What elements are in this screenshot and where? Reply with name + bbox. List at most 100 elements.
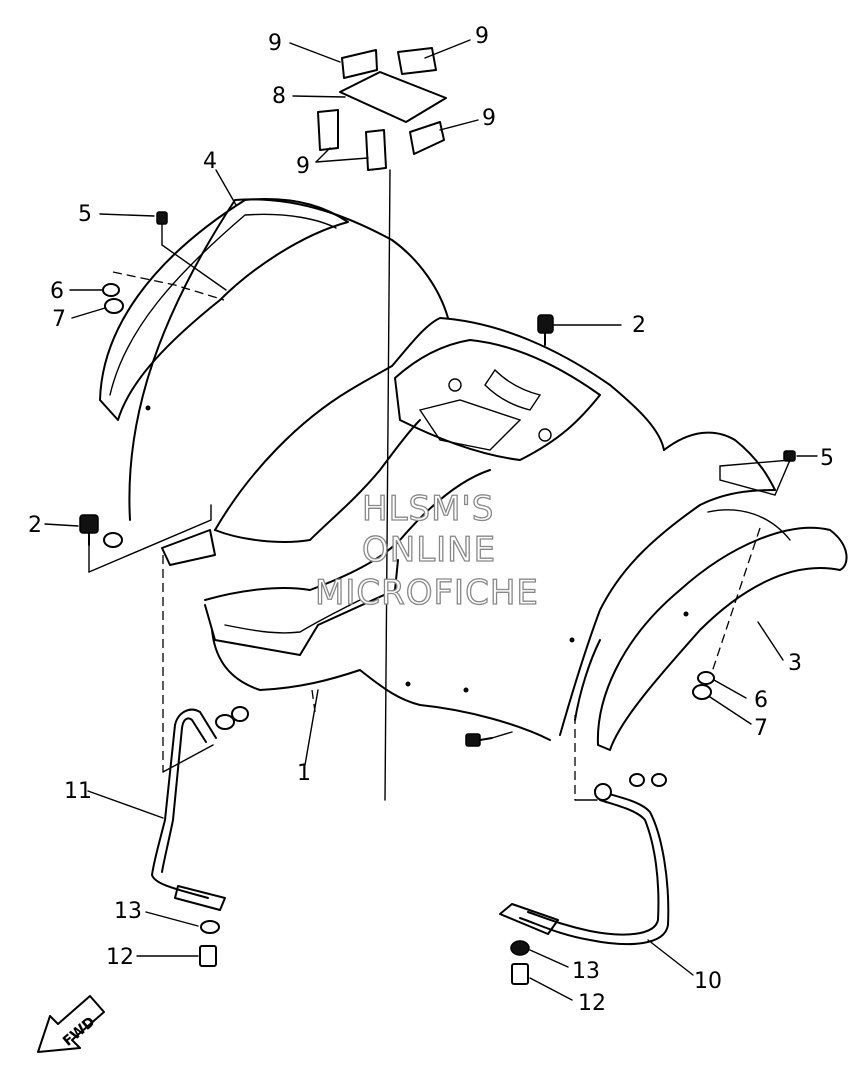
callout-labels: 9 9 8 9 9 4 5 6 7 2 5 2 3 6 7 1 11 13 12…	[28, 24, 834, 1016]
lower-skirt	[211, 629, 551, 741]
grab-bar-11	[151, 708, 217, 899]
right-flap-inner-line	[707, 509, 791, 541]
dash-left-top	[88, 504, 212, 573]
front-box-inner	[224, 599, 361, 634]
callout-2: 2	[632, 313, 646, 338]
center-tunnel	[214, 419, 421, 543]
left-flap-outline	[99, 198, 349, 421]
leader-9d1	[315, 147, 331, 163]
leader-12b	[529, 977, 573, 1001]
callout-9: 9	[475, 24, 489, 49]
leader-7b	[709, 696, 752, 725]
watermark-line-3: MICROFICHE	[315, 573, 539, 613]
callout-9: 9	[482, 106, 496, 131]
dash-left-bracket	[162, 744, 214, 773]
nut-left-bracket	[215, 714, 235, 730]
callout-10: 10	[694, 969, 722, 994]
mount-hole	[569, 637, 575, 643]
front-lip	[204, 469, 491, 601]
callout-9: 9	[296, 154, 310, 179]
dash-right-top	[719, 459, 792, 496]
rear-deck-outline	[391, 317, 665, 451]
watermark: HLSM'S ONLINE MICROFICHE	[314, 488, 539, 613]
callout-7: 7	[52, 307, 66, 332]
fasteners	[79, 211, 796, 985]
callout-4: 4	[203, 149, 217, 174]
pad-large-8	[339, 71, 447, 123]
leader-2b	[44, 523, 79, 527]
leader-9c	[439, 119, 479, 131]
nut-right-bracket	[629, 773, 645, 787]
callout-1: 1	[297, 761, 311, 786]
callout-12: 12	[578, 991, 606, 1016]
leader-9b	[424, 39, 471, 59]
right-fender-body	[663, 431, 776, 491]
callout-3: 3	[788, 651, 802, 676]
fwd-arrow-outline	[37, 995, 105, 1053]
pad-small-9c	[317, 109, 339, 151]
right-flap-outline	[596, 526, 848, 751]
callout-11: 11	[64, 779, 92, 804]
left-fender-inner-rim	[214, 365, 393, 531]
dash-flap3	[711, 527, 761, 673]
washer-right-bracket	[651, 773, 667, 787]
fwd-arrow-icon: FWD	[37, 995, 105, 1053]
washer-left-bracket	[231, 706, 249, 722]
bolt-2a	[537, 314, 554, 334]
grab-bar-10-inner	[527, 799, 660, 936]
callout-2: 2	[28, 513, 42, 538]
bolt-center-shank	[479, 737, 493, 741]
pad-small-9a	[341, 49, 378, 79]
leader-lines	[44, 39, 818, 1001]
mount-hole	[463, 687, 469, 693]
tray-step	[418, 399, 522, 451]
callout-6: 6	[50, 279, 64, 304]
dash-topleft	[161, 223, 227, 291]
right-skirt-edge	[574, 639, 601, 721]
mount-hole	[448, 378, 462, 392]
callout-7: 7	[754, 716, 768, 741]
leader-10	[647, 939, 694, 976]
left-flap-part-4	[99, 198, 349, 421]
callout-5: 5	[820, 446, 834, 471]
washer-13a	[200, 920, 220, 934]
mount-hole	[145, 405, 151, 411]
grab-bar-11-plate	[174, 885, 226, 911]
leader-13a	[145, 911, 199, 927]
leader-8	[292, 95, 346, 98]
tray-inner	[394, 339, 601, 461]
washer-6b	[697, 671, 715, 685]
leader-3	[757, 621, 784, 661]
right-fender-lower	[559, 489, 776, 736]
fwd-label: FWD	[60, 1014, 98, 1050]
right-flap-part-3	[596, 509, 848, 751]
watermark-line-1: HLSM'S	[362, 489, 494, 529]
leader-7a	[71, 307, 106, 319]
leader-4	[215, 169, 237, 206]
pad-small-9e	[409, 121, 445, 155]
reference-lines	[88, 223, 792, 801]
rear-fender-part-1	[128, 198, 776, 741]
mount-hole	[538, 428, 552, 442]
grab-bars	[151, 708, 670, 946]
pad-pointer-line	[384, 169, 391, 801]
callout-6: 6	[754, 688, 768, 713]
left-bracket-tab	[161, 529, 216, 566]
pad-group	[317, 47, 447, 801]
leader-9d2	[315, 157, 369, 163]
callout-12: 12	[106, 945, 134, 970]
leader-9a	[289, 42, 341, 63]
mount-hole	[405, 681, 411, 687]
left-flap-inner-line	[109, 213, 337, 396]
tray-slot	[484, 368, 542, 411]
grab-bar-10-eye	[594, 783, 612, 801]
leader-13b	[529, 949, 569, 968]
leader-11	[87, 790, 164, 819]
nut-7a	[104, 298, 124, 314]
washer-2b	[103, 532, 123, 548]
front-box	[204, 559, 399, 656]
leader-6b	[713, 679, 747, 699]
callout-5: 5	[78, 202, 92, 227]
dash-flap4	[112, 271, 225, 301]
washer-13b	[510, 940, 530, 956]
